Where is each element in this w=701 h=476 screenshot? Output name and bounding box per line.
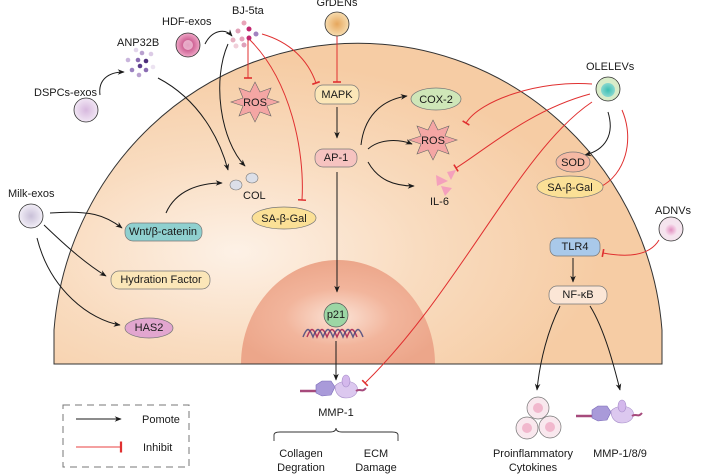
ap1-label: AP-1 — [324, 152, 348, 164]
ecm-damage-line1: ECM — [364, 448, 388, 460]
adnvs-vesicle — [658, 216, 684, 242]
dspcs-exos-vesicle — [73, 97, 99, 123]
legend-inhibit-label: Inhibit — [143, 442, 172, 454]
dna-helix-icon — [302, 328, 364, 339]
ros-right-label: ROS — [421, 135, 445, 147]
collagen-degration-line1: Collagen — [279, 448, 322, 460]
milk-exos-vesicle — [18, 203, 44, 229]
ros-left-label: ROS — [243, 97, 267, 109]
ros-right-star — [408, 119, 458, 161]
mmp1-label: MMP-1 — [318, 407, 353, 419]
cytokine-cells-icon — [515, 396, 562, 440]
tlr4-node — [549, 237, 601, 257]
olelevs-vesicle — [595, 76, 621, 102]
collagen-degration-line2: Degration — [277, 462, 325, 474]
ap1-node — [314, 148, 358, 168]
milk-exos-label: Milk-exos — [8, 188, 55, 200]
nfkb-label: NF-κB — [562, 289, 593, 301]
nfkb-node — [548, 285, 608, 305]
legend-promote-label: Pomote — [142, 414, 180, 426]
mmp189-label: MMP-1/8/9 — [593, 448, 647, 460]
has2-label: HAS2 — [135, 322, 164, 334]
adnvs-label: ADNVs — [655, 205, 692, 217]
il6-label: IL-6 — [430, 196, 449, 208]
grdens-label: GrDENs — [317, 0, 358, 9]
hydration-factor-label: Hydration Factor — [120, 274, 202, 286]
hdf-exos-vesicle — [175, 32, 201, 58]
sa-gal-left-node — [251, 206, 317, 230]
mapk-node — [314, 84, 360, 105]
ecm-damage-line2: Damage — [355, 462, 397, 474]
inhibit-lines — [244, 33, 660, 387]
grdens-vesicle — [324, 11, 350, 37]
sod-node — [555, 151, 591, 173]
cytokines-label-line1: Proinflammatory — [493, 448, 574, 460]
wnt-node — [124, 222, 203, 242]
cox2-node — [410, 87, 462, 111]
bj5ta-label: BJ-5ta — [232, 5, 265, 17]
collagen-particles — [229, 172, 259, 191]
legend: Pomote Inhibit — [62, 404, 190, 468]
bj5ta-particles — [230, 20, 259, 49]
anp32b-label: ANP32B — [117, 37, 159, 49]
hydration-factor-node — [110, 270, 211, 290]
p21-label: p21 — [327, 309, 345, 321]
mmp1-protein-icon — [300, 374, 367, 399]
hdf-exos-label: HDF-exos — [162, 16, 212, 28]
olelevs-label: OLELEVs — [586, 61, 635, 73]
promote-arrows — [36, 29, 622, 391]
il6-triangles — [436, 170, 456, 196]
p21-node — [323, 302, 349, 328]
cox2-label: COX-2 — [419, 94, 453, 106]
anp32b-particles — [125, 47, 156, 78]
col-label: COL — [243, 190, 266, 202]
outcome-bracket — [273, 427, 399, 441]
sa-gal-right-label: SA-β-Gal — [547, 182, 592, 194]
sod-label: SOD — [561, 157, 585, 169]
sa-gal-right-node — [536, 175, 604, 199]
mapk-label: MAPK — [321, 89, 353, 101]
cytokines-label-line2: Cytokines — [509, 462, 558, 474]
mmp189-protein-icon — [576, 399, 643, 424]
dspcs-exos-label: DSPCs-exos — [34, 87, 97, 99]
ros-left-star — [230, 81, 280, 123]
tlr4-label: TLR4 — [562, 241, 589, 253]
has2-node — [124, 317, 174, 339]
sa-gal-left-label: SA-β-Gal — [261, 213, 306, 225]
wnt-label: Wnt/β-catenin — [129, 226, 197, 238]
